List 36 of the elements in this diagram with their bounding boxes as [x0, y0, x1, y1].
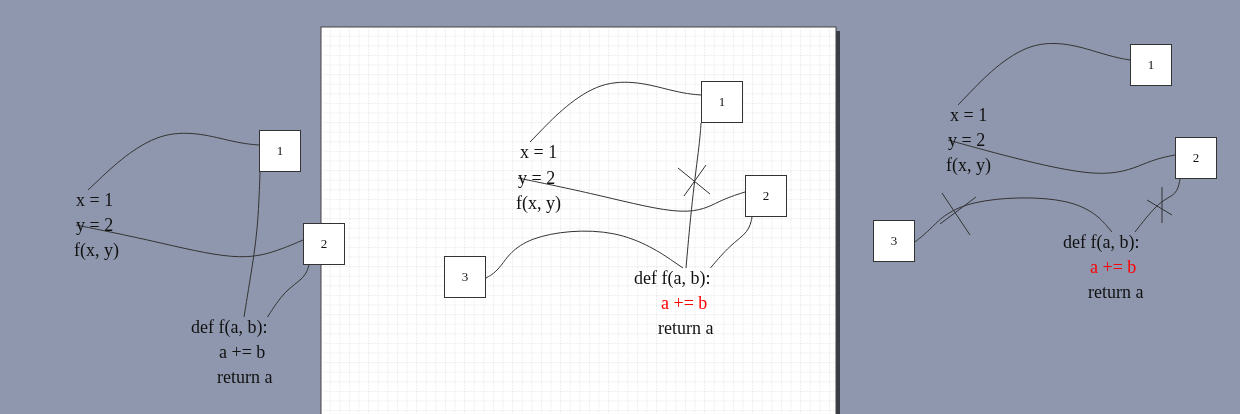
connector-line [485, 230, 684, 279]
number-box: 1 [259, 130, 301, 172]
connector-line [685, 122, 702, 269]
code-line: def f(a, b): [191, 317, 268, 337]
number-box: 1 [701, 81, 743, 123]
connector-line [709, 216, 753, 269]
code-line: a += b [219, 342, 266, 362]
code-line: return a [658, 318, 714, 338]
code-line: f(x, y) [74, 240, 119, 260]
number-box: 2 [1175, 137, 1217, 179]
code-line: def f(a, b): [1063, 232, 1140, 252]
code-line: x = 1 [76, 190, 114, 210]
number-box: 1 [1130, 44, 1172, 86]
code-line: a += b [661, 293, 708, 313]
number-box: 3 [444, 256, 486, 298]
connector-line [529, 81, 702, 143]
connector-line [266, 264, 310, 318]
connector-line [75, 224, 304, 258]
code-line: return a [217, 367, 273, 387]
connector-line [517, 177, 746, 212]
connector-line [1134, 178, 1181, 233]
number-box: 3 [873, 220, 915, 262]
code-line: f(x, y) [946, 155, 991, 175]
code-line: x = 1 [520, 142, 558, 162]
connector-line [914, 197, 1113, 243]
number-box: 2 [303, 223, 345, 265]
connector-line [243, 171, 261, 318]
code-line: return a [1088, 282, 1144, 302]
code-line: a += b [1090, 257, 1137, 277]
code-line: x = 1 [950, 105, 988, 125]
connector-line [87, 132, 260, 191]
connector-line [947, 139, 1176, 174]
connector-line [957, 43, 1131, 106]
code-line: def f(a, b): [634, 268, 711, 288]
number-box: 2 [745, 175, 787, 217]
code-line: f(x, y) [516, 193, 561, 213]
